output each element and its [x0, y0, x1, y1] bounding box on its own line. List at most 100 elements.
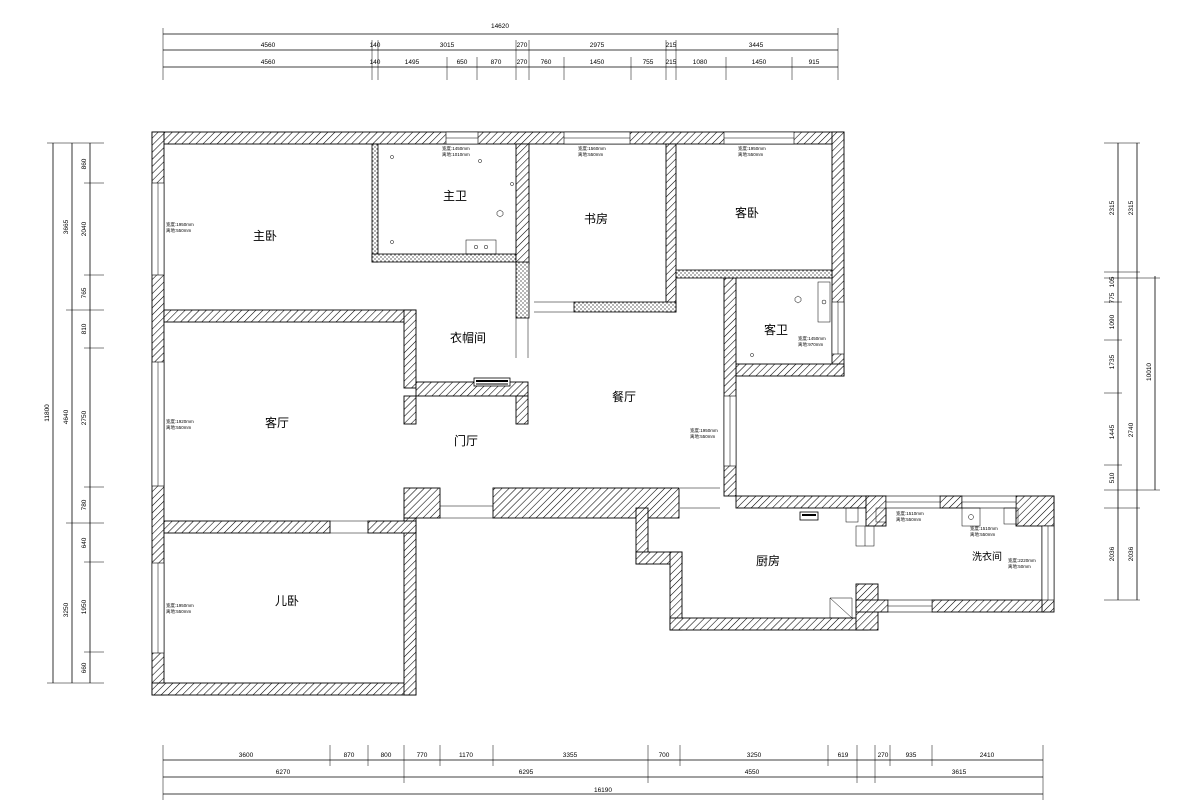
note-laundry2-h: 离地:50mm	[1008, 563, 1031, 570]
wall-bath-right	[515, 143, 530, 265]
room-label-master-bath: 主卫	[443, 189, 467, 203]
dim-left-inner-0: 860	[81, 158, 88, 169]
dim-top-r2-12: 915	[809, 59, 820, 66]
fixtures	[390, 155, 1019, 619]
dim-bottom-r1-4: 1170	[459, 752, 473, 759]
note-master-h: 离地:550mm	[166, 227, 192, 234]
dim-bottom-r1-10: 935	[906, 752, 917, 759]
wall-kitchen-top	[735, 495, 887, 509]
note-study-h: 离地:550mm	[578, 151, 604, 158]
dim-top-r2-4: 870	[491, 59, 502, 66]
wall-living-right-upper	[403, 309, 417, 389]
dim-top-r1-2: 3015	[440, 42, 455, 49]
drain-icon	[794, 295, 802, 304]
note-gbath-h: 离地:970mm	[798, 341, 824, 348]
dim-right-inner-1: 105	[1109, 276, 1116, 287]
wall-foyer-column	[403, 487, 441, 519]
guest-bath-vanity	[817, 281, 831, 323]
cloakroom-rack	[473, 377, 511, 387]
right-dimensions: 2315 105 775 1090 1735 1445 510 2036 231…	[1104, 142, 1160, 601]
washer	[961, 507, 981, 527]
note-mbath-w: 宽度:1450mm	[442, 145, 470, 152]
dim-top-r2-5: 270	[517, 59, 528, 66]
drain-icon	[496, 209, 504, 218]
dim-right-outer-1: 2740	[1128, 422, 1135, 437]
note-gbath-w: 宽度:1450mm	[798, 335, 826, 342]
dim-top-r2-0: 4560	[261, 59, 276, 66]
room-label-study: 书房	[584, 211, 608, 226]
room-label-laundry: 洗衣间	[972, 550, 1002, 563]
wall-living-kids-b	[367, 520, 417, 534]
dim-top-r2-7: 1450	[590, 59, 605, 66]
wall-study-right	[665, 143, 677, 313]
dim-top-r1-3: 270	[517, 42, 528, 49]
left-dimensions: 11800 3665 4640 3250 860 2040 765 810 27…	[44, 142, 104, 684]
dim-right-inner-4: 1735	[1109, 354, 1116, 369]
dim-top-r2-11: 1450	[752, 59, 767, 66]
dim-bottom-r2-2: 4550	[745, 769, 760, 776]
light-fixture-icon	[390, 155, 394, 159]
room-labels: 主卧 主卫 书房 客卧 衣帽间 客卫 餐厅 客厅 门厅 儿卧 厨房 洗衣间	[253, 189, 1002, 608]
note-kitchen-w: 宽度:1510mm	[896, 510, 924, 517]
note-dining-w: 宽度:1950mm	[690, 427, 718, 434]
room-label-kitchen: 厨房	[756, 553, 780, 568]
dim-left-inner-2: 765	[81, 287, 88, 298]
dim-top-r1-0: 4560	[261, 42, 276, 49]
note-laundry-w: 宽度:1510mm	[970, 525, 998, 532]
dim-bottom-r2-1: 6295	[519, 769, 534, 776]
dim-bottom-r1-2: 800	[381, 752, 392, 759]
dim-top-r1-4: 2975	[590, 42, 605, 49]
walls	[151, 131, 1055, 696]
room-label-dining: 餐厅	[612, 389, 636, 404]
wall-laundry-corner	[1015, 495, 1055, 527]
dim-bottom-r2-0: 6270	[276, 769, 291, 776]
room-label-cloakroom: 衣帽间	[450, 330, 486, 345]
dim-top-r2-1: 140	[370, 59, 381, 66]
note-laundry2-w: 宽度:2220mm	[1008, 557, 1036, 564]
dim-left-inner-7: 1950	[81, 599, 88, 614]
laundry-basin	[1003, 507, 1019, 525]
wall-foyer-bottom	[492, 487, 680, 519]
wall-bath-bottom	[371, 253, 517, 263]
dim-left-inner-3: 810	[81, 323, 88, 334]
room-label-master-bedroom: 主卧	[253, 229, 277, 243]
dim-left-inner-6: 640	[81, 537, 88, 548]
kitchen-sink	[845, 507, 859, 523]
dim-right-inner-0: 2315	[1109, 200, 1116, 215]
wall-bath-left	[371, 143, 379, 263]
dim-bottom-r1-9: 270	[878, 752, 889, 759]
note-kids-h: 离地:550mm	[166, 608, 192, 615]
wall-laundry-top-mid	[939, 495, 963, 509]
dim-bottom-r1-1: 870	[344, 752, 355, 759]
dim-bottom-r1-8: 619	[838, 752, 849, 759]
wall-laundry-bottom-a	[855, 599, 889, 613]
light-fixture-icon	[750, 353, 754, 357]
openings	[330, 301, 720, 534]
dim-bottom-r1-7: 3250	[747, 752, 762, 759]
dim-right-inner-2: 775	[1109, 292, 1116, 303]
wall-bottom-kids	[151, 682, 417, 696]
dim-top-r2-10: 1080	[693, 59, 708, 66]
dim-right-total: 10010	[1146, 363, 1153, 381]
note-mbath-h: 离地:1010mm	[442, 151, 470, 158]
note-kids-w: 宽度:1950mm	[166, 602, 194, 609]
wall-kids-right	[403, 517, 417, 696]
wall-kitchen-bottom	[669, 617, 869, 631]
dim-bottom-r2-3: 3615	[952, 769, 967, 776]
wall-cloak-right	[515, 261, 530, 319]
note-living-w: 宽度:1920mm	[166, 418, 194, 425]
dim-right-inner-6: 510	[1109, 472, 1116, 483]
wall-living-kids-a	[163, 520, 331, 534]
room-label-kids-bedroom: 儿卧	[275, 594, 299, 608]
room-label-living: 客厅	[265, 415, 289, 430]
note-laundry-h: 离地:550mm	[970, 531, 996, 538]
light-fixture-icon	[390, 240, 394, 244]
dim-right-outer-0: 2315	[1128, 200, 1135, 215]
note-master-w: 宽度:1950mm	[166, 221, 194, 228]
dim-left-outer-2: 3250	[63, 602, 70, 617]
dim-left-inner-8: 660	[81, 662, 88, 673]
bottom-dimensions: 3600 870 800 770 1170 3355 700 3250 619 …	[162, 745, 1044, 800]
note-living-h: 离地:550mm	[166, 424, 192, 431]
dim-top-r2-8: 755	[643, 59, 654, 66]
